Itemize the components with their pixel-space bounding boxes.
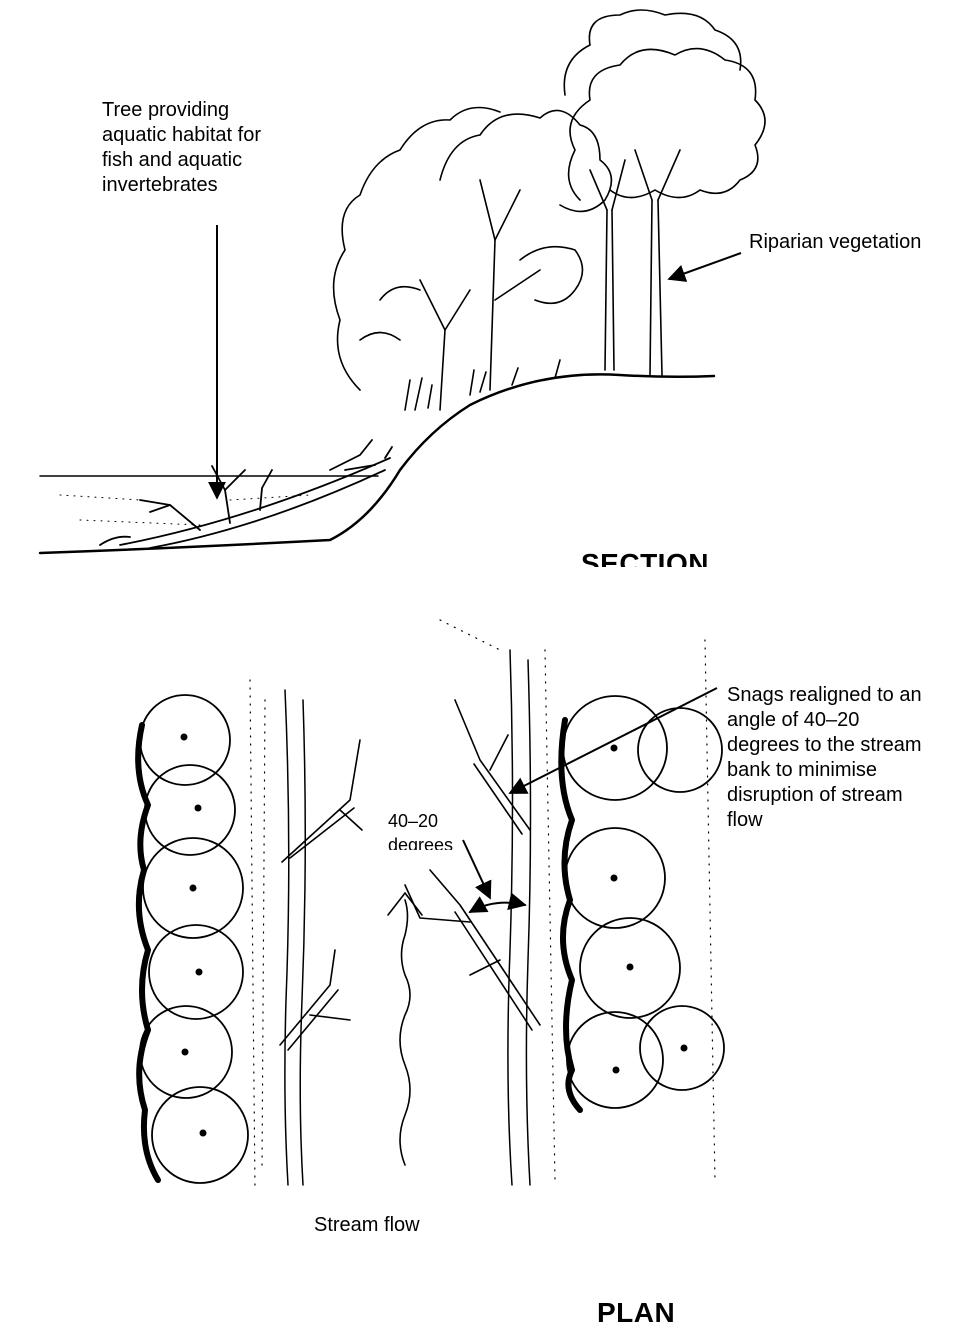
section-view bbox=[40, 10, 765, 553]
snags-label-line: angle of 40–20 bbox=[727, 708, 922, 733]
riparian-trees bbox=[334, 10, 765, 410]
left-bank-line bbox=[285, 690, 289, 1185]
left-bank-trees bbox=[138, 695, 248, 1183]
plan-title: PLAN bbox=[597, 1297, 675, 1329]
canopy-left bbox=[334, 108, 500, 391]
angle-label-line: 40–20 bbox=[388, 809, 453, 833]
tree-label-line: fish and aquatic bbox=[102, 148, 261, 173]
riparian-vegetation-label: Riparian vegetation bbox=[749, 230, 921, 255]
angle-arc bbox=[470, 903, 525, 912]
snags-right bbox=[405, 700, 540, 1030]
stream-flow-arrow bbox=[388, 893, 422, 1165]
snags-left bbox=[280, 740, 362, 1050]
section-title: SECTION bbox=[581, 543, 709, 567]
tree-label-line: Tree providing bbox=[102, 98, 261, 123]
right-bank-line bbox=[508, 650, 513, 1185]
tree-habitat-label: Tree providing aquatic habitat for fish … bbox=[102, 98, 261, 198]
snags-label-line: flow bbox=[727, 808, 922, 833]
tree-label-line: invertebrates bbox=[102, 173, 261, 198]
snags-label-line: degrees to the stream bbox=[727, 733, 922, 758]
canopy-right-lower bbox=[569, 49, 765, 200]
canopy-mid bbox=[440, 110, 611, 211]
snags-leader-arrow bbox=[510, 688, 717, 793]
snags-label-line: Snags realigned to an bbox=[727, 683, 922, 708]
right-bank-trees bbox=[561, 696, 724, 1110]
plan-view bbox=[138, 620, 724, 1190]
angle-leader-arrow bbox=[463, 840, 490, 898]
angle-label: 40–20 degrees bbox=[388, 809, 453, 850]
snags-label: Snags realigned to an angle of 40–20 deg… bbox=[727, 683, 922, 833]
snags-label-line: disruption of stream bbox=[727, 783, 922, 808]
snags-label-line: bank to minimise bbox=[727, 758, 922, 783]
stream-flow-label: Stream flow bbox=[314, 1213, 420, 1238]
fallen-tree bbox=[100, 440, 392, 548]
riparian-leader-arrow bbox=[669, 253, 741, 279]
angle-label-line: degrees bbox=[388, 833, 453, 850]
tree-label-line: aquatic habitat for bbox=[102, 123, 261, 148]
